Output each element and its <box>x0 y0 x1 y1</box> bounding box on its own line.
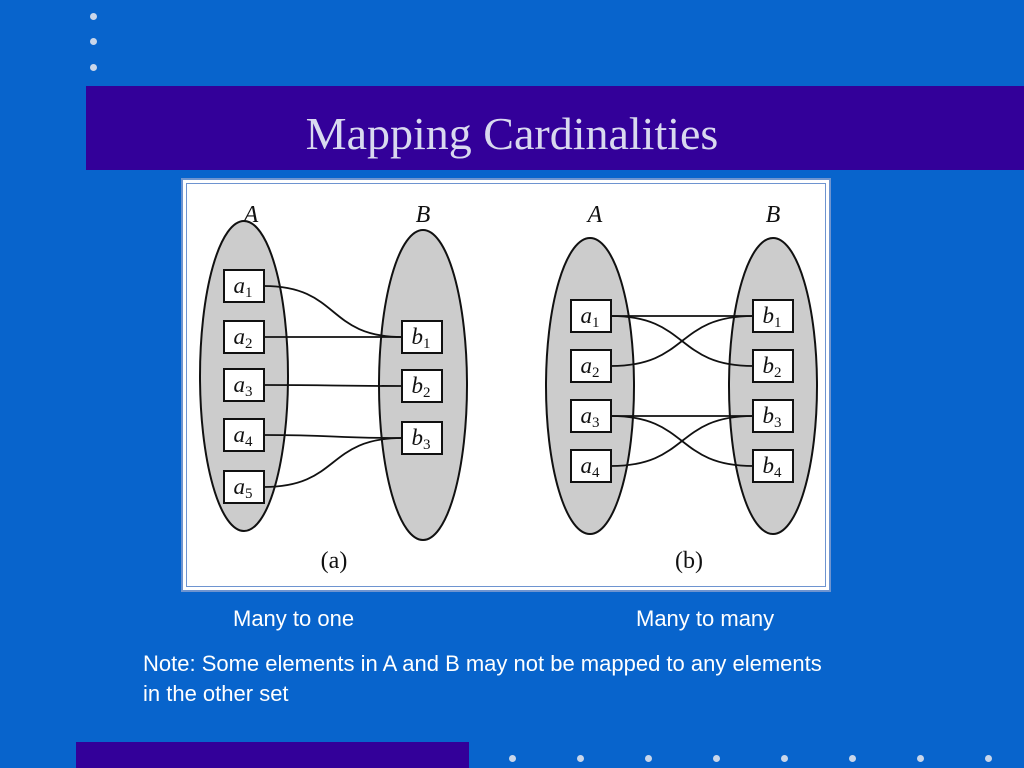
diagram-b: A B a1 a2 a3 a4 b1 b2 b3 b4 (b) <box>545 202 818 574</box>
a-element-box <box>401 421 443 455</box>
a-element-label: a5 <box>234 474 253 502</box>
a-element-label: b3 <box>412 425 431 453</box>
diagram-a-caption: (a) <box>321 548 348 574</box>
decor-dot <box>90 38 97 45</box>
caption-many-to-many: Many to many <box>636 606 775 631</box>
diagram-b-edges <box>610 315 754 467</box>
note-text: Note: Some elements in A and B may not b… <box>143 651 822 706</box>
a-element-box <box>223 368 265 402</box>
b-edge-a4-b3 <box>610 415 754 467</box>
decor-dot <box>509 755 516 762</box>
bottom-band <box>76 742 469 768</box>
a-element-box <box>223 320 265 354</box>
diagram-b-set-b-ellipse <box>728 237 818 535</box>
diagram-svg: A B a1 a2 a3 a4 a5 b1 b2 b3 (a) A B a1 a2 a3 a4 b1 b… <box>199 202 818 574</box>
a-element-label: a4 <box>234 422 254 450</box>
b-element-box <box>752 399 794 433</box>
decor-dot <box>90 64 97 71</box>
a-element-label: a1 <box>234 273 253 301</box>
decor-dot <box>849 755 856 762</box>
a-element-label: b2 <box>412 373 431 401</box>
b-element-a3: a3 <box>570 399 612 433</box>
b-element-a1: a1 <box>570 299 612 333</box>
decor-dot <box>90 13 97 20</box>
a-element-b2: b2 <box>401 369 443 403</box>
b-element-label: b1 <box>763 303 782 331</box>
a-element-box <box>401 320 443 354</box>
b-element-box <box>752 349 794 383</box>
caption-many-to-one: Many to one <box>233 606 355 631</box>
decor-dot <box>985 755 992 762</box>
a-element-box <box>401 369 443 403</box>
b-edge-a2-b1 <box>610 315 754 367</box>
b-element-box <box>570 449 612 483</box>
diagram-b-nodes: a1 a2 a3 a4 b1 b2 b3 b4 <box>570 299 794 483</box>
a-element-label: a2 <box>234 324 253 352</box>
a-element-box <box>223 470 265 504</box>
a-edge-a3-b2 <box>263 384 403 387</box>
b-element-box <box>570 299 612 333</box>
b-element-box <box>752 299 794 333</box>
b-element-box <box>570 349 612 383</box>
diagram-b-set-a-label: A <box>586 202 603 228</box>
b-element-b2: b2 <box>752 349 794 383</box>
b-element-label: b3 <box>763 403 782 431</box>
b-element-a4: a4 <box>570 449 612 483</box>
b-element-b4: b4 <box>752 449 794 483</box>
diagram-b-set-a-ellipse <box>545 237 635 535</box>
decor-dot <box>713 755 720 762</box>
b-element-label: a4 <box>581 453 601 481</box>
a-element-a5: a5 <box>223 470 265 504</box>
decor-dot <box>781 755 788 762</box>
a-element-b3: b3 <box>401 421 443 455</box>
b-element-label: b4 <box>763 453 783 481</box>
b-element-box <box>570 399 612 433</box>
a-element-b1: b1 <box>401 320 443 354</box>
b-element-label: b2 <box>763 353 782 381</box>
a-element-label: b1 <box>412 324 431 352</box>
a-element-a2: a2 <box>223 320 265 354</box>
a-element-label: a3 <box>234 372 253 400</box>
b-element-box <box>752 449 794 483</box>
b-element-a2: a2 <box>570 349 612 383</box>
diagram-a-nodes: a1 a2 a3 a4 a5 b1 b2 b3 <box>223 269 443 504</box>
decor-dot <box>577 755 584 762</box>
diagram-figure: A B a1 a2 a3 a4 a5 b1 b2 b3 (a) A B a1 a2 a3 a4 b1 b… <box>181 178 831 592</box>
a-element-a4: a4 <box>223 418 265 452</box>
diagram-a-edges <box>263 285 403 488</box>
diagram-b-set-b-label: B <box>766 202 781 228</box>
a-element-a1: a1 <box>223 269 265 303</box>
a-element-a3: a3 <box>223 368 265 402</box>
title-band: Mapping Cardinalities <box>86 86 1024 170</box>
b-element-label: a2 <box>581 353 600 381</box>
a-element-box <box>223 418 265 452</box>
decor-dot <box>645 755 652 762</box>
decor-dot <box>917 755 924 762</box>
a-edge-a4-b3 <box>263 434 403 439</box>
b-element-label: a1 <box>581 303 600 331</box>
a-edge-a1-b1 <box>263 285 403 338</box>
b-element-b3: b3 <box>752 399 794 433</box>
a-edge-a5-b3 <box>263 437 403 488</box>
diagram-a-set-b-label: B <box>416 202 431 228</box>
b-element-label: a3 <box>581 403 600 431</box>
b-element-b1: b1 <box>752 299 794 333</box>
slide-title: Mapping Cardinalities <box>305 108 719 159</box>
a-element-box <box>223 269 265 303</box>
diagram-b-caption: (b) <box>675 548 703 574</box>
